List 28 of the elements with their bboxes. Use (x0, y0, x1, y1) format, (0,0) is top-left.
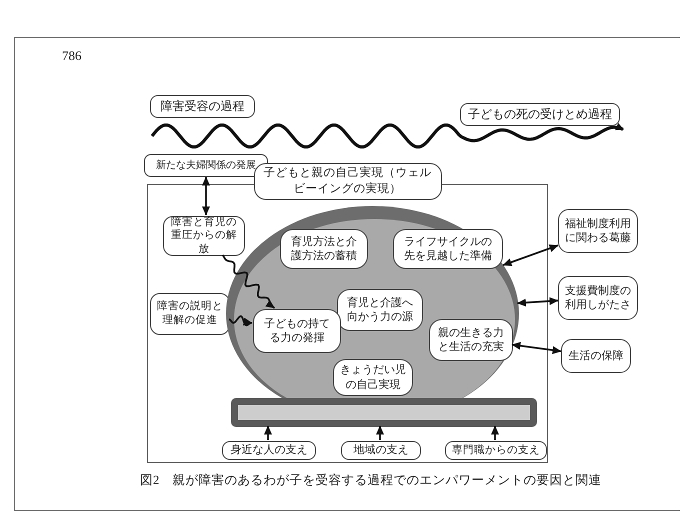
platform-bar (231, 398, 537, 427)
arrow (376, 426, 384, 440)
support-box: 専門職からの支え (445, 441, 547, 460)
process-label: 子どもの死の受けとめ過程 (460, 103, 620, 126)
concept-box: きょうだい児の自己実現 (333, 359, 413, 396)
factor-box: 福祉制度利用に関わる葛藤 (558, 209, 638, 253)
factor-box: 生活の保障 (561, 339, 631, 373)
arrow (264, 426, 272, 440)
arrow (516, 297, 558, 307)
arrow (512, 342, 562, 354)
concept-box: 育児と介護へ向かう力の源 (337, 289, 423, 331)
concept-box: 子どもの持てる力の発揮 (253, 309, 341, 353)
wavy-arrow (228, 315, 252, 326)
concept-box: 育児方法と介護方法の蓄積 (280, 229, 368, 269)
wavy-arrow (222, 254, 276, 309)
concept-box: 親の生きる力と生活の充実 (429, 319, 513, 361)
factor-box: 支援費制度の利用しがたさ (558, 276, 638, 320)
page-number: 786 (62, 48, 82, 64)
support-box: 身近な人の支え (222, 441, 316, 460)
caption: 図2 親が障害のあるわが子を受容する過程でのエンパワーメントの要因と関連 (140, 472, 602, 489)
arrow (202, 176, 210, 216)
factor-box: 障害の説明と理解の促進 (150, 293, 230, 335)
support-box: 地域の支え (341, 441, 421, 460)
arrow (491, 426, 499, 440)
process-label: 障害受容の過程 (150, 95, 255, 118)
factor-box: 障害と育児の重圧からの解放 (163, 216, 245, 256)
concept-box: ライフサイクルの先を見越した準備 (393, 229, 503, 269)
arrow (502, 244, 558, 266)
